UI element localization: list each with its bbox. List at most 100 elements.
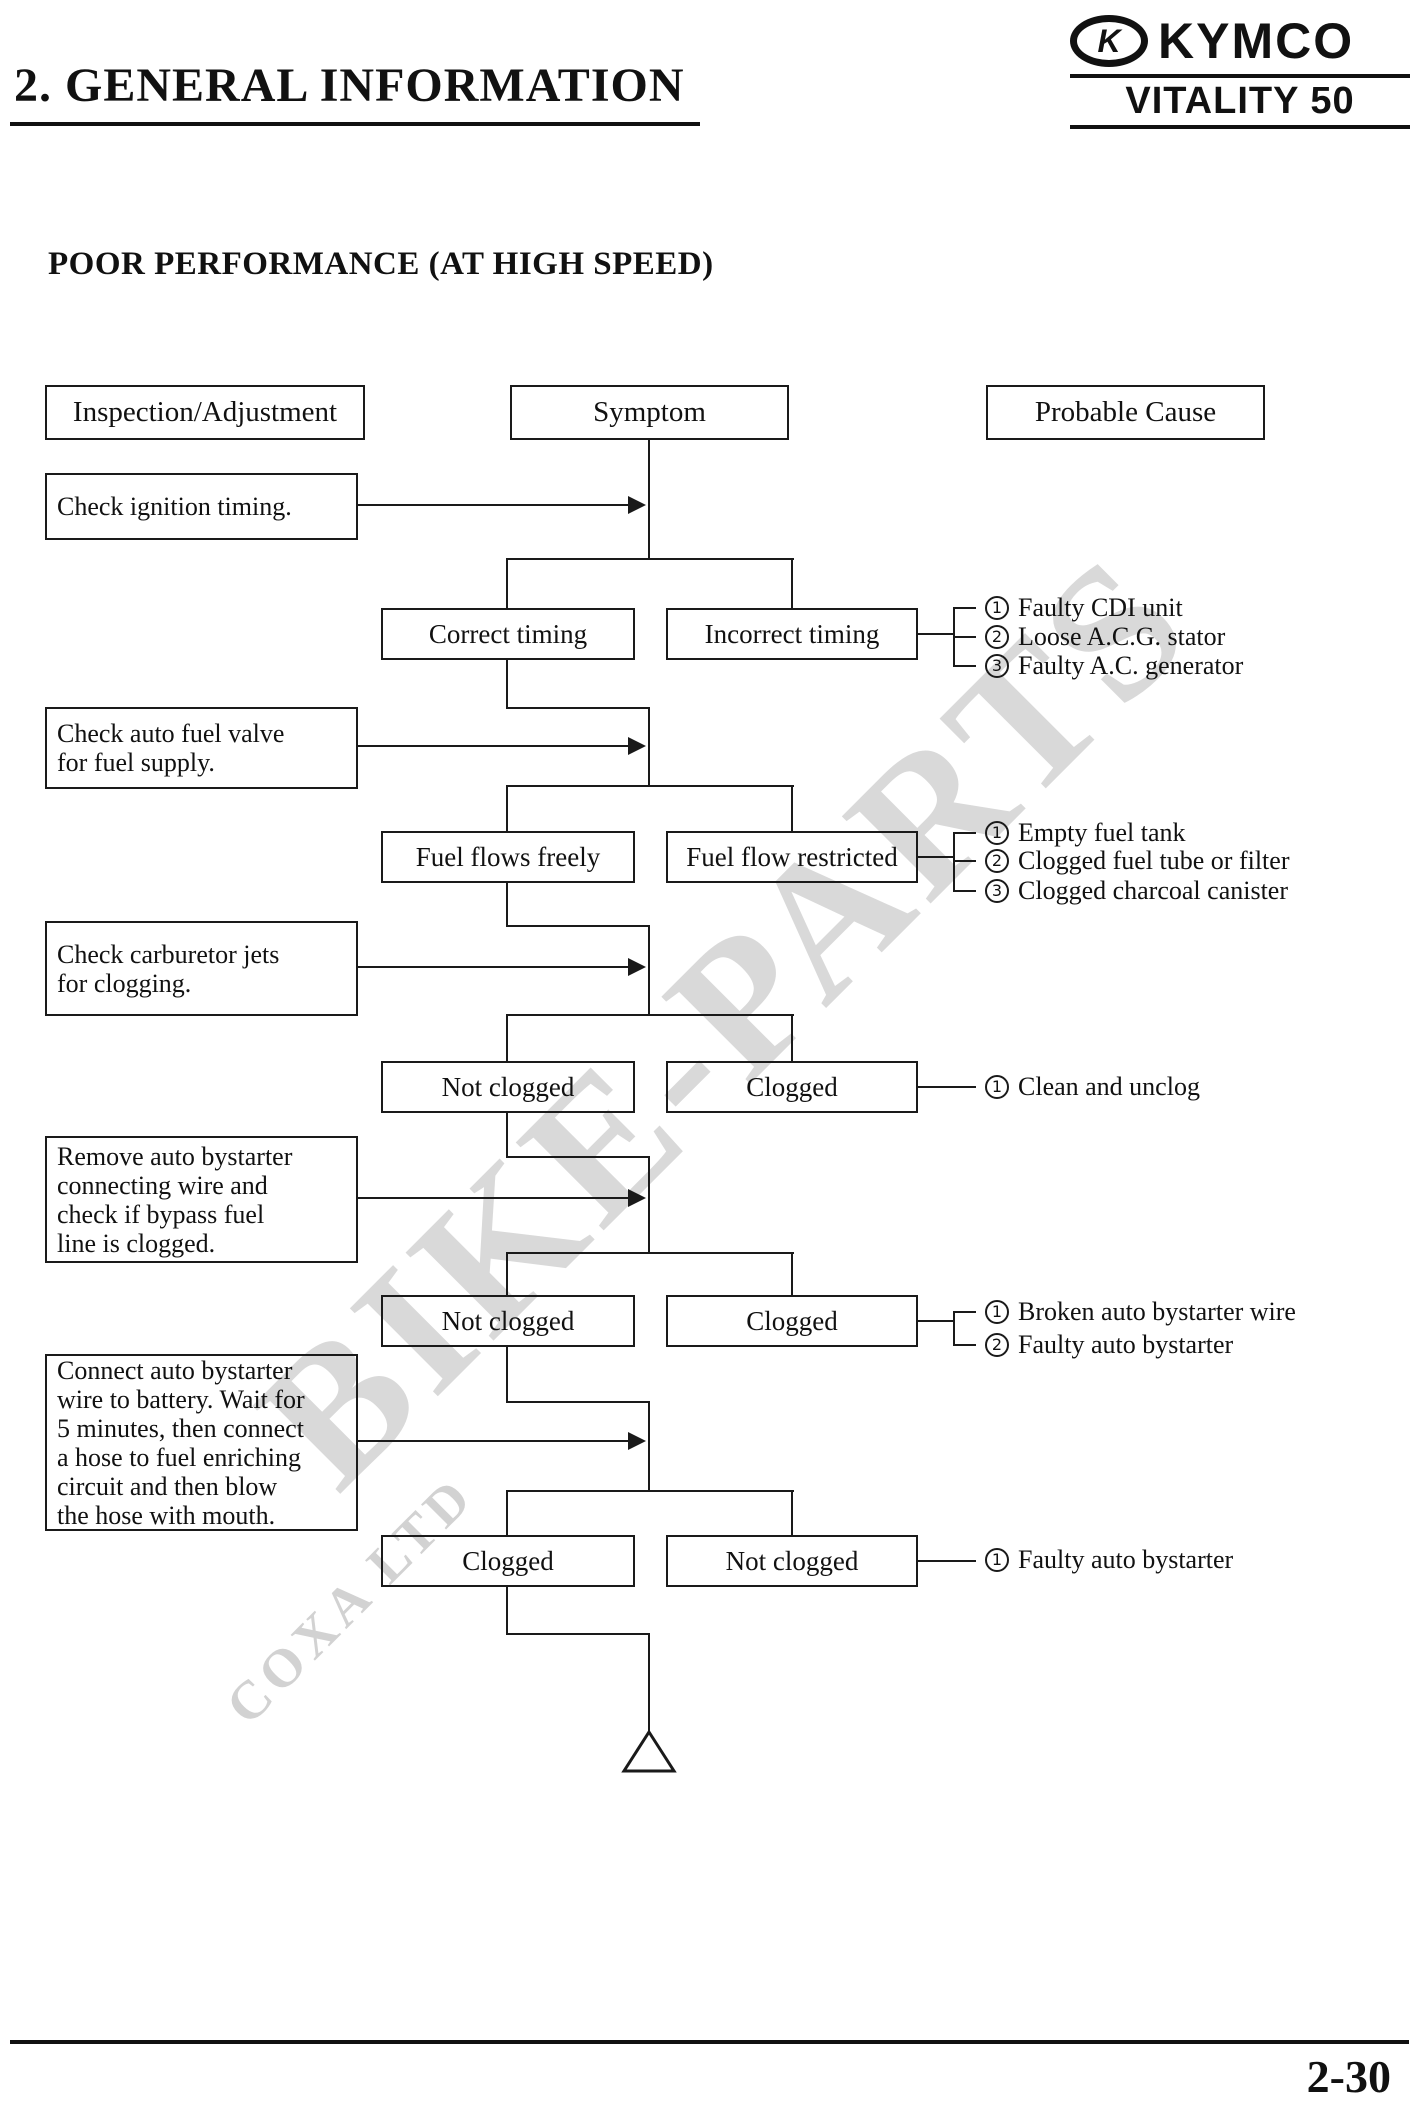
column-header-cause: Probable Cause xyxy=(986,385,1265,440)
cause-connector xyxy=(918,1560,976,1562)
cause-item: 2 Faulty auto bystarter xyxy=(985,1330,1233,1360)
flow-line xyxy=(506,1252,508,1297)
arrow-line xyxy=(358,966,630,968)
arrow-line xyxy=(358,745,630,747)
result-box-5-left: Clogged xyxy=(381,1535,635,1587)
flow-line xyxy=(506,1014,508,1063)
result-box-5-right-label: Not clogged xyxy=(725,1545,859,1576)
flow-line xyxy=(648,1156,650,1254)
flow-line xyxy=(648,1401,650,1492)
cause-bracket xyxy=(953,1311,955,1346)
page-number: 2-30 xyxy=(1306,2051,1391,2102)
cause-tick xyxy=(953,607,976,609)
column-header-inspection: Inspection/Adjustment xyxy=(45,385,365,440)
cause-text: Clean and unclog xyxy=(1018,1072,1200,1101)
inspection-box-1-text: Check ignition timing. xyxy=(57,492,292,521)
model-name: VITALITY 50 xyxy=(1070,74,1410,129)
footer-rule xyxy=(10,2040,1409,2044)
arrow-line xyxy=(358,504,630,506)
result-box-3-right: Clogged xyxy=(666,1061,918,1113)
cause-text: Loose A.C.G. stator xyxy=(1018,622,1226,651)
column-header-symptom: Symptom xyxy=(510,385,789,440)
result-box-2-right-label: Fuel flow restricted xyxy=(686,841,898,872)
result-box-3-right-label: Clogged xyxy=(746,1071,838,1102)
flow-line xyxy=(791,1014,793,1063)
result-box-4-left-label: Not clogged xyxy=(441,1305,575,1336)
flow-line xyxy=(506,1490,794,1492)
result-box-1-right-label: Incorrect timing xyxy=(704,618,880,649)
cause-text: Faulty auto bystarter xyxy=(1018,1330,1234,1359)
cause-item: 1 Clean and unclog xyxy=(985,1072,1200,1102)
flow-line xyxy=(506,1111,508,1158)
cause-text: Faulty A.C. generator xyxy=(1018,651,1244,680)
result-box-1-left-label: Correct timing xyxy=(428,618,588,649)
result-box-1-left: Correct timing xyxy=(381,608,635,660)
result-box-3-left: Not clogged xyxy=(381,1061,635,1113)
result-box-1-right: Incorrect timing xyxy=(666,608,918,660)
arrow-line xyxy=(358,1440,630,1442)
flow-line xyxy=(506,1156,650,1158)
flow-line xyxy=(506,1490,508,1537)
cause-connector xyxy=(918,1086,976,1088)
result-box-5-right: Not clogged xyxy=(666,1535,918,1587)
cause-item: 1 Broken auto bystarter wire xyxy=(985,1297,1296,1327)
column-header-symptom-label: Symptom xyxy=(593,396,706,428)
circled-number-icon: 3 xyxy=(985,654,1009,678)
inspection-box-2: Check auto fuel valve for fuel supply. xyxy=(45,707,358,789)
flow-line xyxy=(791,785,793,833)
flow-line xyxy=(648,925,650,1016)
circled-number-icon: 1 xyxy=(985,596,1009,620)
flow-line xyxy=(506,558,508,610)
flow-line xyxy=(648,438,650,560)
cause-text: Clogged fuel tube or filter xyxy=(1018,846,1290,875)
circled-number-icon: 1 xyxy=(985,1075,1009,1099)
flow-line xyxy=(506,558,794,560)
cause-text: Faulty CDI unit xyxy=(1018,593,1183,622)
section-title: 2. GENERAL INFORMATION xyxy=(14,59,685,112)
flow-line xyxy=(791,1252,793,1297)
cause-tick xyxy=(953,1344,976,1346)
column-header-inspection-label: Inspection/Adjustment xyxy=(72,396,338,428)
result-box-3-left-label: Not clogged xyxy=(441,1071,575,1102)
result-box-4-left: Not clogged xyxy=(381,1295,635,1347)
result-box-4-right-label: Clogged xyxy=(746,1305,838,1336)
brand-row: K KYMCO xyxy=(1070,12,1410,70)
emblem-letter: K xyxy=(1097,22,1121,59)
result-box-2-right: Fuel flow restricted xyxy=(666,831,918,883)
circled-number-icon: 2 xyxy=(985,1333,1009,1357)
inspection-box-4-text: Remove auto bystarter connecting wire an… xyxy=(57,1141,293,1258)
cause-text: Broken auto bystarter wire xyxy=(1018,1297,1296,1326)
cause-tick xyxy=(953,665,976,667)
cause-item: 3 Faulty A.C. generator xyxy=(985,651,1243,681)
circled-number-icon: 1 xyxy=(985,1548,1009,1572)
inspection-box-3: Check carburetor jets for clogging. xyxy=(45,921,358,1016)
flow-line xyxy=(506,1014,794,1016)
flow-line xyxy=(648,707,650,787)
inspection-box-3-text: Check carburetor jets for clogging. xyxy=(57,939,280,998)
flow-line xyxy=(506,785,508,833)
cause-item: 1 Faulty CDI unit xyxy=(985,593,1183,623)
arrowhead-icon xyxy=(628,958,646,976)
cause-connector xyxy=(918,1320,955,1322)
kymco-emblem-icon: K xyxy=(1070,15,1148,67)
header-rule xyxy=(10,122,700,126)
brand-logo: K KYMCO VITALITY 50 xyxy=(1070,12,1410,129)
flow-line xyxy=(791,558,793,610)
inspection-box-1: Check ignition timing. xyxy=(45,473,358,540)
cause-tick xyxy=(953,636,976,638)
cause-connector xyxy=(918,856,955,858)
flow-line xyxy=(648,1633,650,1733)
circled-number-icon: 1 xyxy=(985,1300,1009,1324)
circled-number-icon: 3 xyxy=(985,879,1009,903)
circled-number-icon: 1 xyxy=(985,821,1009,845)
flow-line xyxy=(506,1585,508,1635)
flow-line xyxy=(506,1633,650,1635)
cause-bracket xyxy=(953,832,955,892)
arrow-line xyxy=(358,1197,630,1199)
flow-line xyxy=(506,925,650,927)
flow-line xyxy=(506,1401,650,1403)
